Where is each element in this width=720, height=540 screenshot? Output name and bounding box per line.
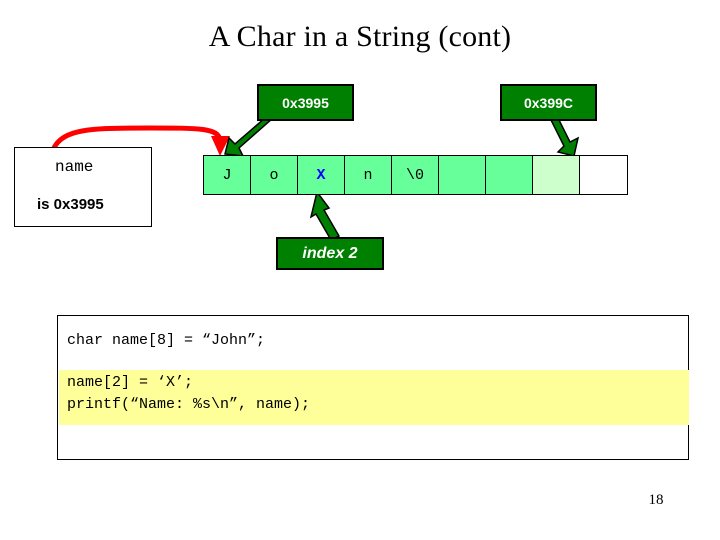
name-variable-value: is 0x3995: [37, 196, 104, 213]
array-cell-7: [533, 156, 580, 194]
index-pointer-arrow: [309, 192, 341, 241]
code-highlight-band: [59, 370, 689, 425]
end-address-arrow: [549, 118, 580, 157]
array-cell-5: [439, 156, 486, 194]
callout-end-address: 0x399C: [500, 84, 597, 121]
array-cell-0: J: [204, 156, 251, 194]
name-variable-identifier: name: [55, 158, 94, 176]
array-cell-6: [486, 156, 533, 194]
callout-index: index 2: [276, 237, 384, 270]
array-cell-1: o: [251, 156, 298, 194]
page-number: 18: [648, 492, 664, 508]
callout-start-address: 0x3995: [257, 84, 354, 121]
code-line-assignment: name[2] = ‘X’;: [67, 374, 194, 391]
array-cell-3: n: [345, 156, 392, 194]
array-cell-4: \0: [392, 156, 439, 194]
array-cell-2: X: [298, 156, 345, 194]
name-to-array-arrow: [47, 125, 230, 169]
char-array: J o X n \0: [203, 155, 628, 195]
code-line-printf: printf(“Name: %s\n”, name);: [67, 396, 311, 413]
code-block: char name[8] = “John”; name[2] = ‘X’; pr…: [57, 315, 689, 460]
start-address-arrow: [224, 118, 275, 157]
code-line-declaration: char name[8] = “John”;: [67, 332, 266, 349]
page-title: A Char in a String (cont): [208, 20, 512, 53]
name-variable-box: name is 0x3995: [14, 147, 152, 227]
array-cell-8: [580, 156, 627, 194]
